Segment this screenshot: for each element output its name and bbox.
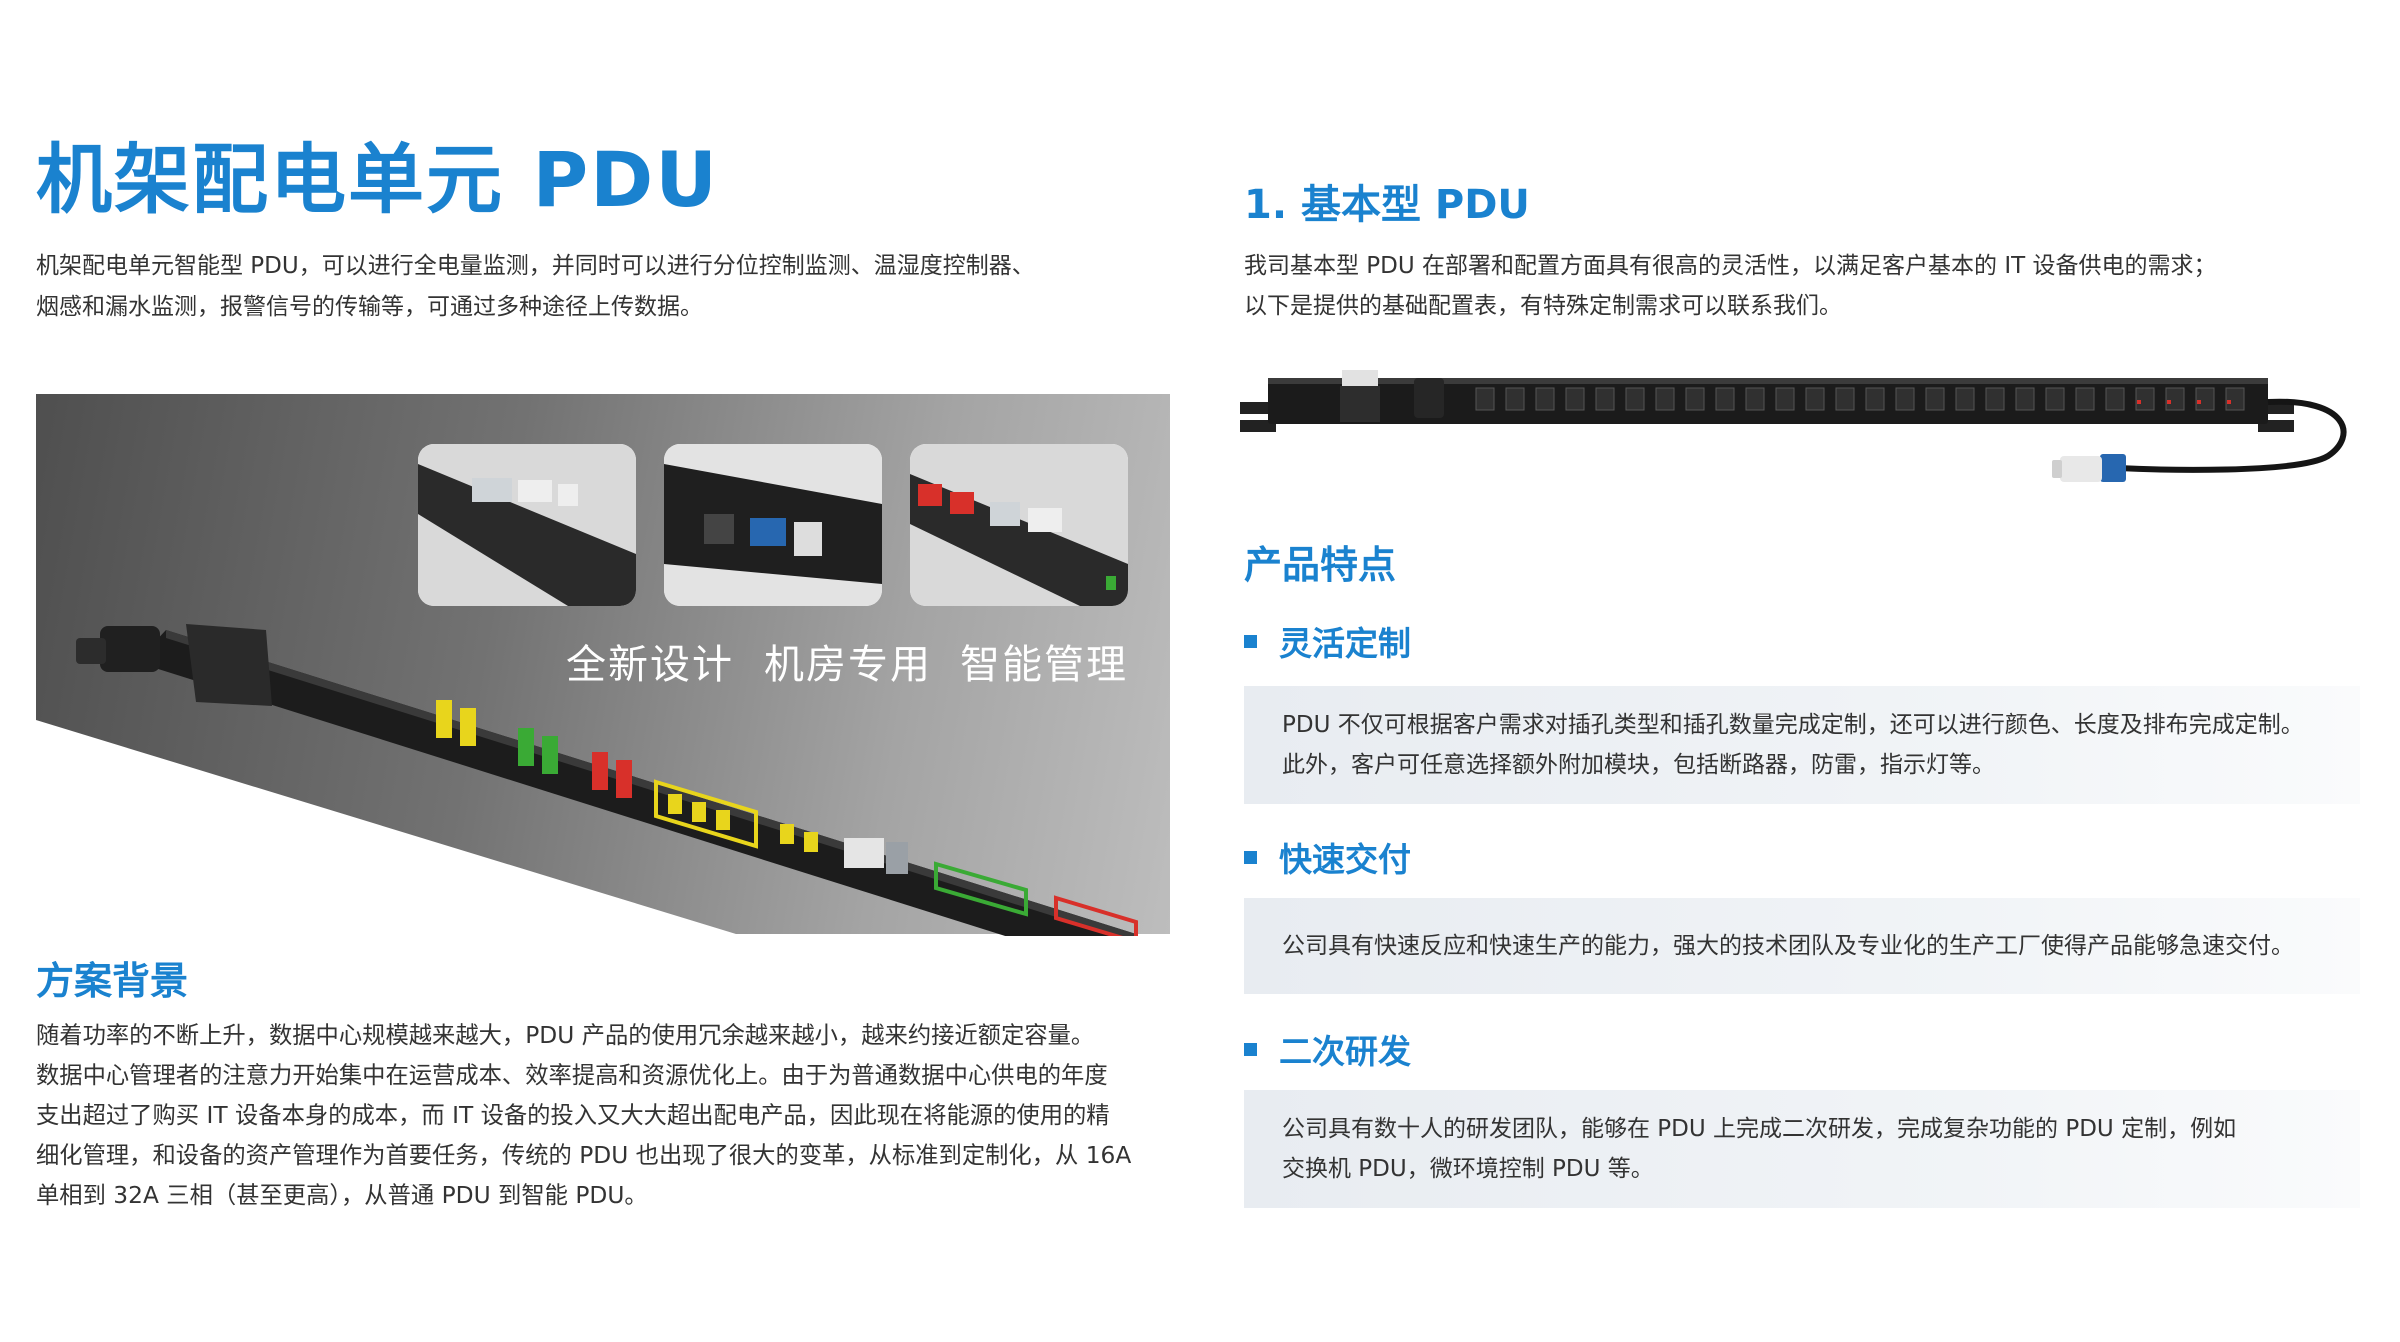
pdu-vertical-image bbox=[36, 624, 1170, 936]
feature-line: PDU 不仅可根据客户需求对插孔类型和插孔数量完成定制，还可以进行颜色、长度及排… bbox=[1282, 712, 2304, 738]
hero-caption-2: 机房专用 bbox=[764, 642, 932, 688]
feature-box-2: 公司具有快速反应和快速生产的能力，强大的技术团队及专业化的生产工厂使得产品能够急… bbox=[1244, 898, 2360, 994]
features-title: 产品特点 bbox=[1244, 543, 1397, 587]
bullet-square-icon bbox=[1244, 850, 1257, 864]
background-line: 随着功率的不断上升，数据中心规模越来越大，PDU 产品的使用冗余越来越小，越来约… bbox=[36, 1022, 1095, 1049]
feature-heading-3: 二次研发 bbox=[1244, 1028, 1411, 1071]
hero-caption-1: 全新设计 bbox=[566, 642, 734, 688]
feature-label: 快速交付 bbox=[1279, 840, 1411, 879]
feature-line: 交换机 PDU，微环境控制 PDU 等。 bbox=[1282, 1156, 1654, 1182]
bullet-square-icon bbox=[1244, 1042, 1257, 1056]
pdu-thumb-1 bbox=[418, 444, 636, 606]
socket-row bbox=[1475, 387, 2245, 411]
page-title: 机架配电单元 PDU bbox=[36, 135, 719, 224]
intro-text: 机架配电单元智能型 PDU，可以进行全电量监测，并同时可以进行分位控制监测、温湿… bbox=[36, 246, 1156, 328]
hero-product-panel: 全新设计 机房专用 智能管理 bbox=[36, 394, 1170, 936]
feature-label: 灵活定制 bbox=[1279, 624, 1411, 663]
basic-pdu-line: 以下是提供的基础配置表，有特殊定制需求可以联系我们。 bbox=[1244, 293, 1842, 319]
red-sockets bbox=[592, 752, 632, 798]
pdu-thumb-2 bbox=[664, 444, 882, 606]
feature-line: 此外，客户可任意选择额外附加模块，包括断路器，防雷，指示灯等。 bbox=[1282, 752, 1995, 778]
background-line: 数据中心管理者的注意力开始集中在运营成本、效率提高和资源优化上。由于为普通数据中… bbox=[36, 1062, 1108, 1089]
feature-label: 二次研发 bbox=[1279, 1032, 1411, 1071]
background-line: 支出超过了购买 IT 设备本身的成本，而 IT 设备的投入又大大超出配电产品，因… bbox=[36, 1102, 1110, 1129]
basic-pdu-line: 我司基本型 PDU 在部署和配置方面具有很高的灵活性，以满足客户基本的 IT 设… bbox=[1244, 253, 2217, 279]
blue-industrial-plug bbox=[2052, 454, 2126, 482]
feature-line: 公司具有数十人的研发团队，能够在 PDU 上完成二次研发，完成复杂功能的 PDU… bbox=[1282, 1116, 2237, 1142]
pdu-thumb-3 bbox=[910, 444, 1128, 606]
basic-pdu-title: 1. 基本型 PDU bbox=[1244, 182, 1530, 228]
background-line: 细化管理，和设备的资产管理作为首要任务，传统的 PDU 也出现了很大的变革，从标… bbox=[36, 1142, 1132, 1169]
pdu-horizontal-image bbox=[1240, 370, 2347, 482]
intro-line: 烟感和漏水监测，报警信号的传输等，可通过多种途径上传数据。 bbox=[36, 294, 703, 320]
basic-pdu-text: 我司基本型 PDU 在部署和配置方面具有很高的灵活性，以满足客户基本的 IT 设… bbox=[1244, 246, 2374, 326]
hero-caption-3: 智能管理 bbox=[960, 642, 1128, 688]
intro-line: 机架配电单元智能型 PDU，可以进行全电量监测，并同时可以进行分位控制监测、温湿… bbox=[36, 253, 1035, 279]
feature-box-3: 公司具有数十人的研发团队，能够在 PDU 上完成二次研发，完成复杂功能的 PDU… bbox=[1244, 1090, 2360, 1208]
feature-heading-1: 灵活定制 bbox=[1244, 620, 1411, 663]
bullet-square-icon bbox=[1244, 634, 1257, 648]
feature-line: 公司具有快速反应和快速生产的能力，强大的技术团队及专业化的生产工厂使得产品能够急… bbox=[1282, 933, 2294, 959]
yellow-sockets bbox=[436, 700, 476, 746]
feature-box-1: PDU 不仅可根据客户需求对插孔类型和插孔数量完成定制，还可以进行颜色、长度及排… bbox=[1244, 686, 2360, 804]
background-title: 方案背景 bbox=[36, 959, 189, 1003]
background-line: 单相到 32A 三相（甚至更高），从普通 PDU 到智能 PDU。 bbox=[36, 1182, 648, 1209]
green-sockets bbox=[518, 728, 558, 774]
feature-heading-2: 快速交付 bbox=[1244, 836, 1411, 879]
background-text: 随着功率的不断上升，数据中心规模越来越大，PDU 产品的使用冗余越来越小，越来约… bbox=[36, 1016, 1171, 1216]
